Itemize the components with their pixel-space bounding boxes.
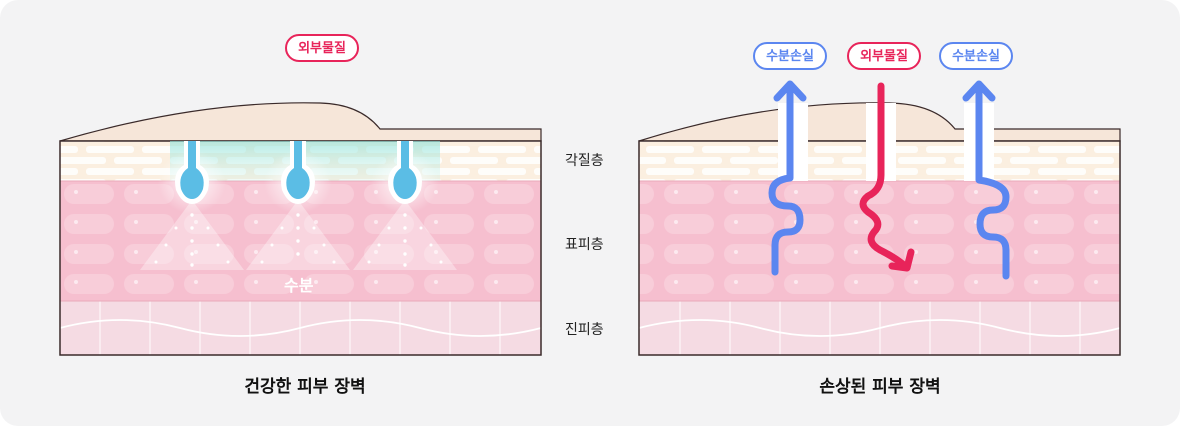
moisture-loss-arrow-icon xyxy=(768,80,807,276)
external-substance-badge-right: 외부물질 xyxy=(847,42,921,70)
moisture-loss-badge-right: 수분손실 xyxy=(939,42,1013,70)
external-substance-arrow-icon xyxy=(859,82,915,272)
external-substance-badge: 외부물질 xyxy=(285,34,359,62)
damaged-barrier-caption: 손상된 피부 장벽 xyxy=(819,377,941,397)
healthy-skin-block xyxy=(59,102,542,356)
moisture-loss-badge-left: 수분손실 xyxy=(753,42,827,70)
moisture-loss-arrow-icon xyxy=(962,80,1010,280)
damaged-skin-block xyxy=(638,80,1121,356)
dermis-label: 진피층 xyxy=(565,322,604,338)
moisture-droplet-icon xyxy=(371,141,439,214)
healthy-barrier-caption: 건강한 피부 장벽 xyxy=(244,377,366,397)
moisture-label: 수분 xyxy=(284,276,314,295)
epidermis-label: 표피층 xyxy=(565,237,604,253)
moisture-droplet-icon xyxy=(158,141,226,214)
stratum-corneum-label: 각질층 xyxy=(565,153,604,169)
moisture-droplet-icon xyxy=(264,141,332,214)
